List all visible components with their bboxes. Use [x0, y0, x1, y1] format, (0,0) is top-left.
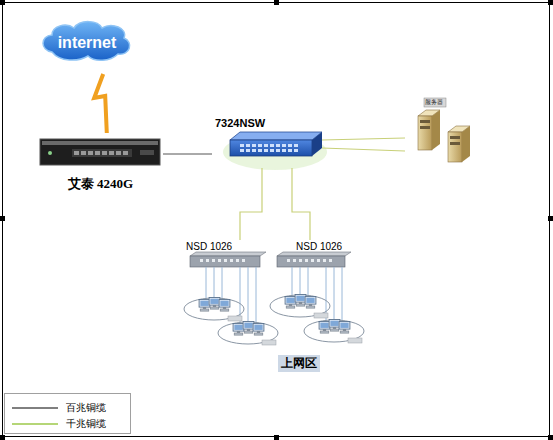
fast-ethernet-link [163, 154, 212, 155]
gigabit-link [240, 168, 262, 240]
node-label: 艾泰 4240G [38, 177, 163, 191]
router-device: 艾泰 4240G [38, 135, 163, 193]
internet-cloud: internet [42, 24, 132, 62]
node-label: internet [42, 34, 132, 52]
legend-text: 千兆铜缆 [66, 418, 106, 429]
node-label: NSD 1026 [186, 241, 232, 252]
zone-label: 上网区 [281, 357, 317, 370]
access-switch: NSD 1026 [184, 240, 264, 272]
node-label: 服务器 [425, 99, 443, 106]
core-switch: 7324NSW [212, 112, 322, 168]
node-label: 7324NSW [215, 117, 265, 129]
gigabit-link [322, 148, 405, 151]
node-label: NSD 1026 [296, 241, 342, 252]
wan-link [94, 74, 107, 133]
gigabit-link [322, 138, 405, 140]
access-switch: NSD 1026 [272, 240, 350, 272]
server-group: 服务器 [405, 96, 477, 164]
legend-text: 百兆铜缆 [66, 402, 106, 413]
gigabit-link [292, 168, 310, 240]
